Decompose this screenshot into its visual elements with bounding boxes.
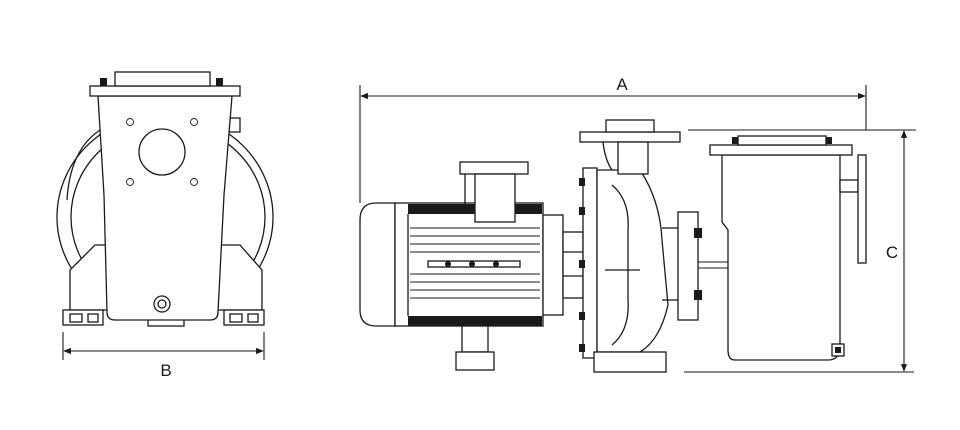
pump-front-view [56, 71, 274, 327]
dimension-b-label: B [160, 361, 171, 380]
pump-side-view [359, 119, 867, 373]
dimension-c: C [684, 129, 916, 373]
motor-cooling-fins [410, 227, 540, 299]
dimension-a-label: A [616, 75, 628, 94]
dimension-b: B [62, 332, 265, 380]
dimension-a: A [359, 75, 867, 203]
dimension-c-label: C [886, 243, 898, 262]
